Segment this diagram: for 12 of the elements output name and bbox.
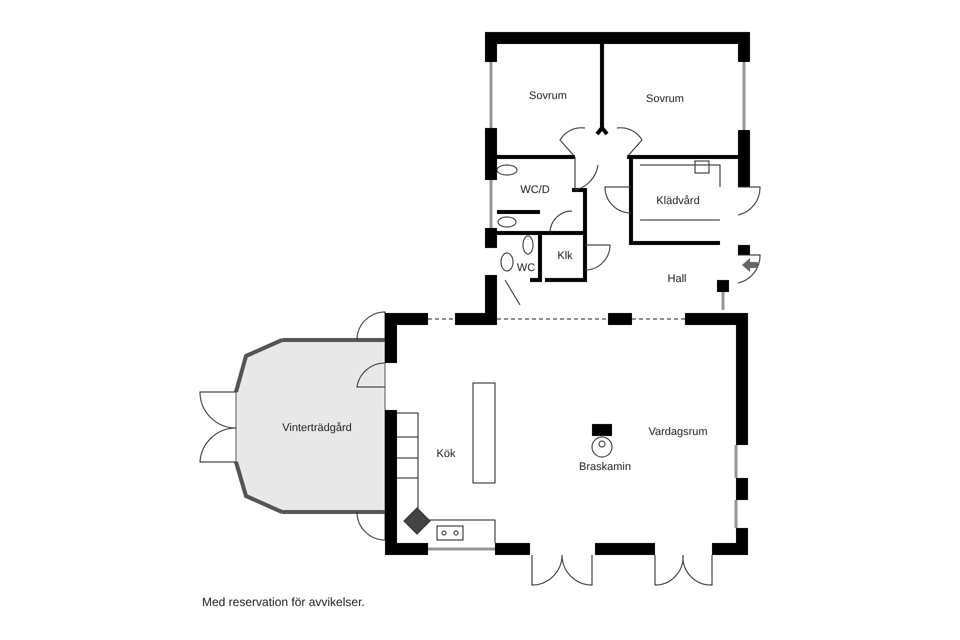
room-label: Vardagsrum (648, 426, 708, 438)
fireplace-label: Braskamin (579, 461, 631, 473)
room-label: Klädvård (656, 195, 700, 207)
room-label: Sovrum (646, 93, 684, 105)
room-label: WC/D (520, 184, 550, 196)
room-label: Kök (436, 448, 456, 460)
room-label: Hall (668, 273, 686, 285)
disclaimer-caption: Med reservation för avvikelser. (202, 595, 365, 609)
room-label: WC (516, 262, 536, 274)
room-label: Klk (557, 250, 573, 262)
room-label: Vinterträdgård (282, 422, 352, 434)
room-label: Sovrum (529, 90, 567, 102)
